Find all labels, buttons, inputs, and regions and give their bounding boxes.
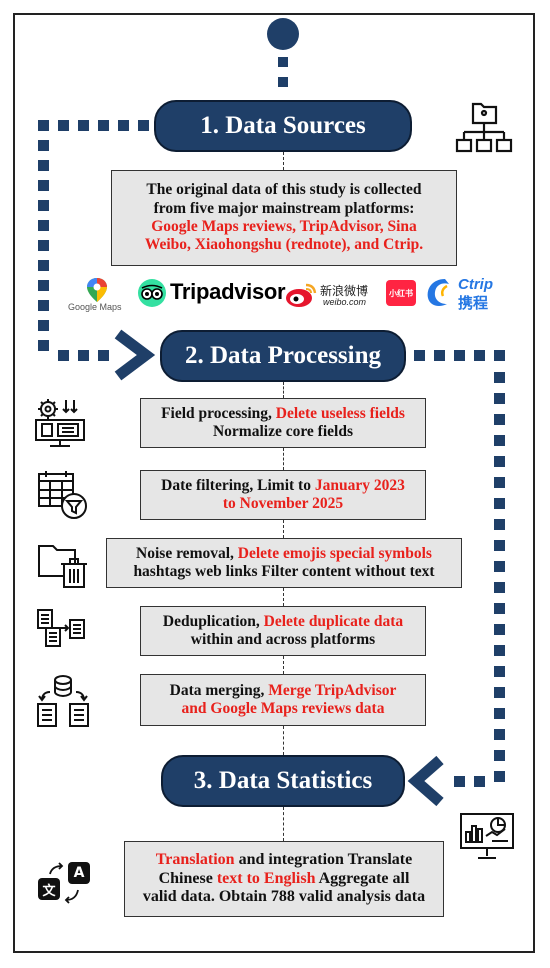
statistics-description: Translation and integration Translate Ch… [124,841,444,917]
field-processing-icon [35,399,85,447]
step-4-highlight: Delete duplicate data [263,612,404,630]
translate-arrows-icon [49,862,79,904]
ctrip-dolphin-icon [427,279,449,306]
ctrip-chinese-text: 携程 [458,295,489,312]
step-field-processing: Field processing, Delete useless fields … [140,398,426,448]
step-3-highlight: Delete emojis special symbols [237,544,432,562]
step-4-text: Deduplication, [162,612,264,630]
xiaohongshu-logo-text: 小红书 [389,288,413,298]
tripadvisor-owl-icon [138,279,166,307]
diagram-frame [13,13,535,953]
step-2-line-2: to November 2025 [222,495,344,512]
step-3-line-2: hashtags web links Filter content withou… [133,563,435,580]
analytics-dashboard-icon [460,813,514,859]
calendar-filter-icon [38,471,87,519]
chevron-left-icon [407,755,444,807]
weibo-domain-text: weibo.com [323,297,367,307]
step-deduplication: Deduplication, Delete duplicate data wit… [140,606,426,656]
step-data-merging: Data merging, Merge TripAdvisor and Goog… [140,674,426,726]
sources-platforms-line-2: Weibo, Xiaohongshu (rednote), and Ctrip. [144,236,424,254]
chevron-right-icon [114,329,156,381]
step-1-text: Field processing, [161,404,276,422]
connector [283,448,284,470]
google-maps-icon [87,278,107,302]
sources-line-1: The original data of this study is colle… [146,181,422,199]
step-date-filtering: Date filtering, Limit to January 2023 to… [140,470,426,520]
connector [283,382,284,398]
xiaohongshu-logo: 小红书 [386,280,416,306]
translate-latin-badge: A [68,862,90,884]
translate-icon: 文 A [36,860,92,906]
final-text-4: valid data. Obtain 788 valid analysis da… [142,888,426,906]
hierarchy-folder-icon [455,102,513,153]
final-highlight-1: Translation [155,850,235,868]
step-2-highlight: January 2023 [314,476,405,494]
step-2-text: Date filtering, Limit to [161,476,315,494]
connector [283,520,284,538]
final-text-3: Aggregate all [315,869,410,887]
database-merge-icon [37,675,89,727]
step-1-highlight: Delete useless fields [275,404,405,422]
step-3-text: Noise removal, [136,544,238,562]
weibo-chinese-text: 新浪微博 [320,284,369,298]
section-title-data-statistics: 3. Data Statistics [161,755,405,807]
sources-platforms-line-1: Google Maps reviews, TripAdvisor, Sina [151,218,417,235]
step-5-text: Data merging, [169,681,269,699]
connector [283,726,284,755]
step-1-line-2: Normalize core fields [212,423,353,440]
section-title-data-processing: 2. Data Processing [160,330,406,382]
step-5-line-2: and Google Maps reviews data [181,700,385,717]
connector [283,656,284,674]
translate-chinese-char: 文 [42,883,56,899]
google-maps-logo-text: Google Maps [68,302,122,312]
final-text-2: Chinese [158,869,217,887]
step-noise-removal: Noise removal, Delete emojis special sym… [106,538,462,588]
connector [283,152,284,170]
weibo-icon [286,283,317,307]
connector [283,807,284,841]
ctrip-logo-text: Ctrip [458,276,493,293]
tripadvisor-logo-text: Tripadvisor [170,279,286,304]
final-highlight-2: text to English [216,869,316,887]
folder-delete-icon [38,545,87,588]
duplicate-documents-icon [37,609,85,647]
final-text-1: and integration Translate [234,850,413,868]
section-title-data-sources: 1. Data Sources [154,100,412,152]
translate-latin-char: A [73,865,85,881]
step-5-highlight: Merge TripAdvisor [268,681,397,699]
start-node [267,18,299,50]
translate-chinese-badge: 文 [38,878,60,900]
connector [283,588,284,606]
step-4-line-2: within and across platforms [190,631,376,648]
data-sources-description: The original data of this study is colle… [111,170,457,266]
sources-line-2: from five major mainstream platforms: [153,199,415,217]
